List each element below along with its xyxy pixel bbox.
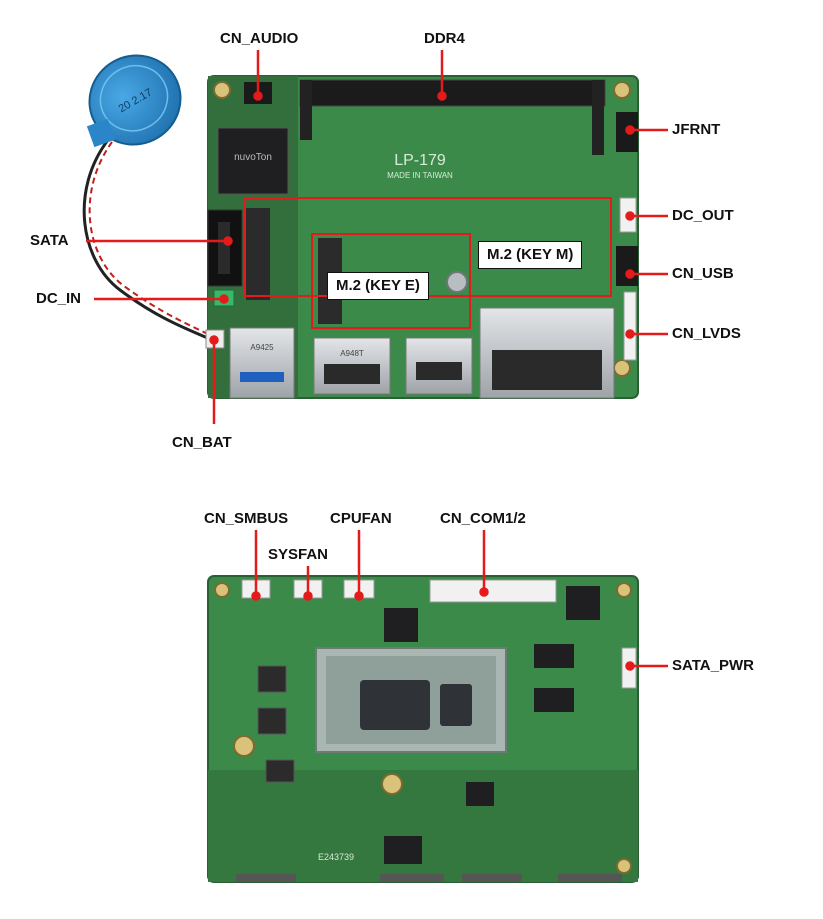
label-cn-lvds: CN_LVDS bbox=[672, 325, 741, 342]
rj45-port-opening bbox=[492, 350, 602, 390]
chip-text: nuvoTon bbox=[234, 152, 272, 163]
ddr4-dot bbox=[437, 91, 447, 101]
mount-hole bbox=[214, 582, 230, 598]
label-dc-in: DC_IN bbox=[36, 290, 82, 307]
mount-hole bbox=[233, 735, 255, 757]
ddr4-slot-latch bbox=[300, 80, 312, 140]
ddr4-slot bbox=[299, 79, 606, 107]
bottom-edge-connector bbox=[462, 874, 522, 882]
top-callout-lines bbox=[86, 50, 668, 424]
label-m2-key-e: M.2 (KEY E) bbox=[327, 272, 429, 300]
label-cn-smbus: CN_SMBUS bbox=[204, 510, 289, 527]
inductor bbox=[265, 759, 295, 783]
cn-com-dot bbox=[479, 587, 489, 597]
cn-bat-dot bbox=[209, 335, 219, 345]
top-board: 20 2.17 nuvoTon LP-179 MADE IN TAIWAN bbox=[82, 50, 668, 424]
cn-audio-dot bbox=[253, 91, 263, 101]
bottom-board-code: E243739 bbox=[318, 852, 354, 862]
mount-hole bbox=[616, 858, 632, 874]
dc-in-dot bbox=[219, 294, 229, 304]
hdmi-port-opening bbox=[416, 362, 462, 380]
cn-smbus-dot bbox=[251, 591, 261, 601]
bottom-edge-connector bbox=[380, 874, 444, 882]
bottom-chip bbox=[384, 608, 418, 642]
label-cn-audio: CN_AUDIO bbox=[220, 30, 299, 47]
bottom-chip bbox=[534, 644, 574, 668]
sata-dot bbox=[223, 236, 233, 246]
bottom-pcb-lower-area bbox=[208, 770, 638, 882]
sata-pwr-dot bbox=[625, 661, 635, 671]
cn-com-connector bbox=[429, 579, 557, 603]
cpu-die bbox=[360, 680, 430, 730]
superio-chip bbox=[217, 127, 289, 195]
dp-code-text: A948T bbox=[340, 349, 364, 358]
label-cn-bat: CN_BAT bbox=[172, 434, 232, 451]
label-cn-usb: CN_USB bbox=[672, 265, 734, 282]
inductor bbox=[257, 665, 287, 693]
bottom-chip bbox=[466, 782, 494, 806]
label-cn-com: CN_COM1/2 bbox=[440, 510, 526, 527]
sata-connector-slot bbox=[218, 222, 230, 274]
label-sata-pwr: SATA_PWR bbox=[672, 657, 754, 674]
dp-port-opening bbox=[324, 364, 380, 384]
cn-lvds-dot bbox=[625, 329, 635, 339]
label-sata: SATA bbox=[30, 232, 69, 249]
bottom-chip bbox=[534, 688, 574, 712]
label-jfrnt: JFRNT bbox=[672, 121, 721, 138]
sysfan-dot bbox=[303, 591, 313, 601]
mount-hole bbox=[446, 271, 468, 293]
bottom-callout-lines bbox=[251, 530, 668, 671]
cn-usb-header bbox=[616, 246, 638, 286]
cpufan-dot bbox=[354, 591, 364, 601]
board-model-text: LP-179 bbox=[394, 152, 446, 169]
mount-hole bbox=[616, 582, 632, 598]
m2-key-m-slot bbox=[246, 208, 270, 300]
ddr4-slot-latch bbox=[592, 80, 604, 155]
cn-lvds-connector bbox=[623, 291, 637, 361]
battery-cable-red bbox=[88, 141, 213, 337]
mount-hole bbox=[613, 81, 631, 99]
usb-code-text: A9425 bbox=[250, 343, 274, 352]
bottom-edge-connector bbox=[558, 874, 622, 882]
inductor bbox=[257, 707, 287, 735]
bottom-edge-connector bbox=[236, 874, 296, 882]
jfrnt-dot bbox=[625, 125, 635, 135]
mount-hole bbox=[613, 359, 631, 377]
dc-out-dot bbox=[625, 211, 635, 221]
label-cpufan: CPUFAN bbox=[330, 510, 392, 527]
label-sysfan: SYSFAN bbox=[268, 546, 329, 563]
label-ddr4: DDR4 bbox=[424, 30, 465, 47]
bottom-chip bbox=[566, 586, 600, 620]
made-in-text: MADE IN TAIWAN bbox=[387, 171, 453, 180]
coin-battery: 20 2.17 bbox=[88, 54, 182, 146]
usb3-port-tongue bbox=[240, 372, 284, 382]
battery-cable bbox=[82, 139, 213, 342]
bottom-board: E243739 bbox=[207, 530, 668, 883]
mount-hole bbox=[213, 81, 231, 99]
label-dc-out: DC_OUT bbox=[672, 207, 734, 224]
label-m2-key-m: M.2 (KEY M) bbox=[478, 241, 583, 269]
cn-usb-dot bbox=[625, 269, 635, 279]
pch-die bbox=[440, 684, 472, 726]
mount-hole bbox=[381, 773, 403, 795]
battery-tab bbox=[86, 118, 116, 148]
usb3-port bbox=[229, 327, 295, 399]
m2-key-e-highlight bbox=[311, 233, 471, 329]
bottom-chip bbox=[384, 836, 422, 864]
